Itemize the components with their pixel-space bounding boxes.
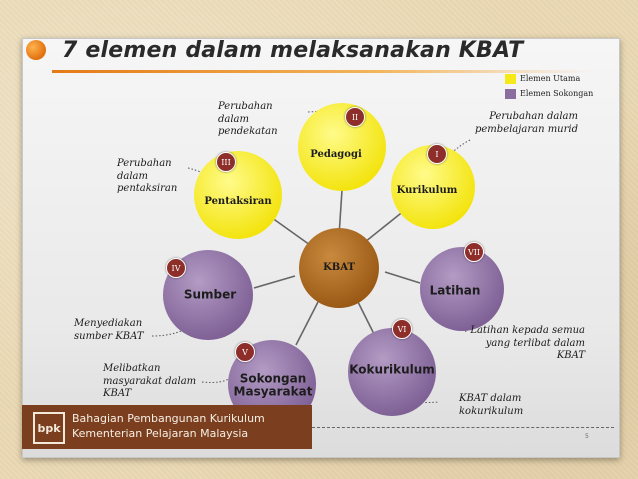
note-pedagogi: Perubahan dalam pendekatan [218,101,278,139]
node-circle-kurikulum [391,145,475,229]
roman-badge-vi: VI [392,319,412,339]
node-circle-latihan [420,247,504,331]
node-circle-pentaksiran [194,151,282,239]
footer-line: Bahagian Pembangunan Kurikulum [72,412,265,425]
title-underline [52,70,592,73]
node-label-line: Masyarakat [233,384,313,398]
note-line: dalam [218,113,250,125]
note-masyarakat: Melibatkan masyarakat dalam KBAT [103,363,196,401]
note-arrow [201,377,231,383]
note-line: pembelajaran murid [474,123,578,135]
note-line: Melibatkan [103,363,161,374]
note-line: KBAT [556,350,585,361]
connector-line [357,301,376,337]
roman-badge-v: V [235,342,255,362]
roman-badge-vii: VII [464,242,484,262]
note-line: KBAT [103,388,132,399]
footer-bar [22,405,312,449]
node-label-latihan: Latihan [429,283,481,298]
note-line: masyarakat dalam [103,375,197,387]
connector-line [364,209,406,243]
connector-line [253,275,296,289]
note-latihan: Latihan kepada semua yang terlibat dalam… [455,325,585,363]
note-line: Menyediakan [74,318,143,329]
note-sumber: Menyediakan sumber KBAT [74,318,144,343]
note-line: Perubahan [117,158,172,169]
node-circle-pedagogi [298,103,386,191]
roman-badge-iv: IV [166,258,186,278]
node-label-kokurikulum: Kokurikulum [349,362,435,377]
node-circle-kokurikulum [348,328,436,416]
note-line: kokurikulum [459,405,524,417]
node-label-sumber: Sumber [183,287,237,302]
legend-swatch-purple [505,88,516,99]
legend-swatch-yellow [505,73,516,84]
node-label-line: Sokongan [239,371,307,386]
note-kokurikulum: KBAT dalam kokurikulum [459,393,523,418]
center-label: KBAT [323,261,355,273]
note-line: sumber KBAT [74,330,144,342]
node-label-pedagogi: Pedagogi [310,148,362,160]
note-line: pendekatan [218,126,278,137]
node-label-kurikulum: Kurikulum [396,184,458,196]
note-arrow [151,321,197,337]
legend: Elemen Utama Elemen Sokongan [505,71,593,101]
note-line: yang terlibat dalam [485,337,585,349]
bpk-logo: bpk [33,412,65,444]
connector-line [295,301,319,346]
legend-label: Elemen Sokongan [520,89,594,98]
roman-badge-i: I [427,144,447,164]
connector-line [267,214,311,246]
roman-badge-iii: III [216,152,236,172]
note-line: dalam [117,170,149,182]
note-pentaksiran: Perubahan dalam pentaksiran [117,158,177,196]
center-circle-kbat [299,228,379,308]
slide-title: 7 elemen dalam melaksanakan KBAT [62,38,524,63]
legend-label: Elemen Utama [520,74,581,83]
node-label-masyarakat: Sokongan Masyarakat [234,372,313,397]
footer-divider [312,427,614,428]
note-line: pentaksiran [117,183,178,194]
legend-item-sokongan: Elemen Sokongan [505,86,593,101]
note-kurikulum: Perubahan dalam pembelajaran murid [450,111,578,136]
note-line: Perubahan dalam [489,111,578,122]
legend-item-utama: Elemen Utama [505,71,593,86]
title-bullet-icon [26,40,46,60]
footer-text: Bahagian Pembangunan Kurikulum Kementeri… [72,412,265,442]
note-line: KBAT dalam [459,393,522,404]
node-circle-sumber [163,250,253,340]
node-label-pentaksiran: Pentaksiran [204,195,272,207]
note-line: Latihan kepada semua [470,325,585,336]
connector-line [384,271,421,284]
footer-line: Kementerian Pelajaran Malaysia [72,426,249,440]
note-line: Perubahan [218,101,273,112]
page-number: 5 [585,433,589,440]
roman-badge-ii: II [345,107,365,127]
